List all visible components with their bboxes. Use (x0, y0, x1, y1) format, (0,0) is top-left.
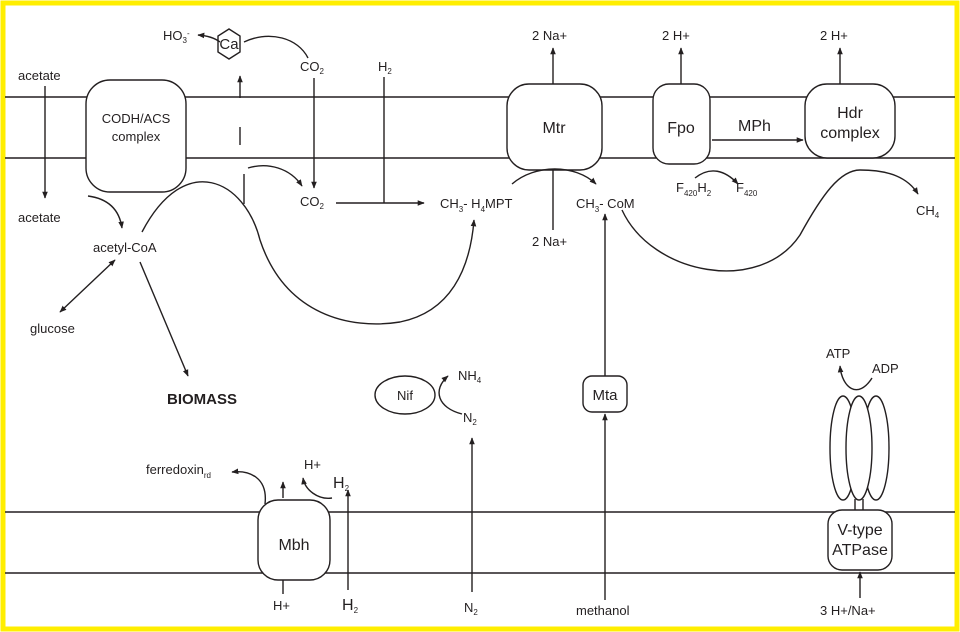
mtr-methyl-transfer-curve (511, 168, 597, 185)
ferredoxin-label: ferredoxinrd (146, 462, 211, 480)
hdr-complex-label-2: complex (820, 125, 880, 142)
h-plus-bottom-label: H+ (273, 598, 290, 613)
atp-label: ATP (826, 346, 850, 361)
mtr-na-in-label: 2 Na+ (532, 234, 567, 249)
h-plus-top-label: H+ (304, 457, 321, 472)
co2-mid-label: CO2 (300, 194, 325, 211)
acetate-outside-label: acetate (18, 68, 61, 83)
acetate-inside-label: acetate (18, 210, 61, 225)
ch3com-to-hdr-curve (621, 169, 861, 272)
f420-label: F420 (736, 180, 758, 198)
ca-to-ho3-arrow (197, 32, 221, 43)
adp-label: ADP (872, 361, 899, 376)
ca-label: Ca (219, 36, 239, 53)
mbh-to-ferredoxin-arrow (231, 468, 266, 505)
n2-bottom-label: N2 (464, 600, 478, 617)
atpase-head-center (845, 395, 873, 501)
codh-acs-complex-box (85, 79, 187, 193)
h2-bottom-label: H2 (342, 597, 359, 615)
mta-label: Mta (592, 387, 618, 404)
mtr-label: Mtr (542, 120, 566, 137)
atpase-label-2: ATPase (832, 542, 888, 559)
glucose-label: glucose (30, 321, 75, 336)
nh4-label: NH4 (458, 368, 482, 385)
fpo-f420-curve (694, 170, 739, 185)
mtr-na-out-label: 2 Na+ (532, 28, 567, 43)
h-na-bottom-label: 3 H+/Na+ (820, 603, 876, 618)
fpo-h-out-label: 2 H+ (662, 28, 690, 43)
codh-acs-complex-label-2: complex (112, 129, 161, 144)
codh-acs-complex-label-1: CODH/ACS (102, 111, 171, 126)
fpo-label: Fpo (667, 120, 695, 137)
acetylcoa-to-ch3h4mpt-curve (141, 181, 477, 325)
ch3-com-label: CH3- CoM (576, 196, 635, 214)
co2-to-ca-curve (243, 35, 309, 59)
hdr-complex-box (804, 83, 896, 159)
ho3-label: HO3- (163, 28, 190, 45)
mbh-box (257, 499, 331, 581)
fpo-box (652, 83, 711, 165)
nif-n2-to-nh4-arrow (438, 375, 463, 415)
mtr-box (506, 83, 603, 171)
ch4-label: CH4 (916, 203, 940, 220)
v-type-atpase-box (827, 509, 893, 571)
ch3-h4mpt-label: CH3- H4MPT (440, 196, 513, 214)
acetylcoa-to-biomass-arrow (139, 261, 189, 377)
h2-mbh-label: H2 (333, 475, 350, 493)
ca-carbonic-anhydrase-hexagon (217, 28, 241, 60)
mbh-label: Mbh (278, 537, 309, 554)
nif-ellipse (374, 375, 436, 415)
h2-to-hplus-curve (301, 477, 333, 499)
nif-label: Nif (397, 388, 413, 403)
acetylcoa-glucose-arrow (59, 259, 116, 313)
acetyl-coa-label: acetyl-CoA (93, 240, 157, 255)
n2-inner-label: N2 (463, 410, 477, 427)
hdr-complex-label-1: Hdr (837, 105, 863, 122)
hdr-to-ch4-arrow (859, 169, 919, 195)
mta-box (582, 375, 628, 413)
methanol-label: methanol (576, 603, 630, 618)
h2-top-label: H2 (378, 59, 392, 76)
mph-label: MPh (738, 118, 771, 135)
co2-diffusion-curve-arrow (247, 165, 303, 187)
hdr-h-out-label: 2 H+ (820, 28, 848, 43)
biomass-label: BIOMASS (167, 391, 237, 408)
atpase-label-1: V-type (837, 522, 882, 539)
co2-top-label: CO2 (300, 59, 325, 76)
acetate-to-acetylcoa-arrow (87, 195, 124, 229)
adp-to-atp-arrow (837, 365, 873, 391)
f420h2-label: F420H2 (676, 180, 712, 198)
